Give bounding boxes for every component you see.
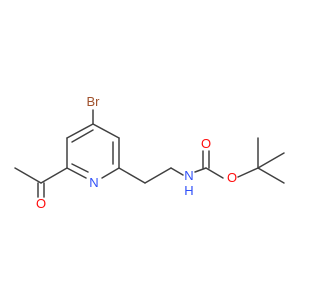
bond-c2-n bbox=[101, 167, 120, 179]
atom-label-br: Br bbox=[87, 94, 101, 109]
bond-n-c6 bbox=[66, 167, 87, 179]
molecule-canvas: Br N O N H O O bbox=[14, 94, 285, 211]
bond-c5-c4 bbox=[66, 123, 94, 139]
bond-ctert-me3 bbox=[257, 167, 285, 184]
bond-ch2b-n bbox=[170, 167, 184, 176]
atom-label-n-amide: N bbox=[184, 168, 193, 183]
bond-n-c6-inner bbox=[71, 163, 89, 173]
pyridine-ring bbox=[66, 109, 120, 179]
bond-oester-ctert bbox=[237, 167, 259, 178]
carbamate-group bbox=[194, 150, 259, 179]
acetyl-group bbox=[14, 167, 68, 198]
tert-butyl-group bbox=[257, 137, 285, 184]
bond-c5-c4-inner bbox=[71, 129, 94, 143]
bond-c6-cacyl bbox=[40, 167, 68, 184]
atom-label-h-amide: H bbox=[184, 183, 193, 198]
bond-ch2a-ch2b bbox=[144, 167, 172, 184]
atom-label-o-ester: O bbox=[227, 170, 237, 185]
structure-diagram: Br N O N H O O bbox=[14, 94, 285, 211]
bond-cacyl-methyl bbox=[14, 167, 42, 184]
ethyl-linker bbox=[118, 167, 184, 184]
atom-label-o-carbonyl: O bbox=[201, 136, 211, 151]
bond-n-ccarb bbox=[194, 167, 207, 173]
bond-ctert-me2 bbox=[257, 152, 285, 169]
bond-ccarb-oester bbox=[205, 167, 224, 179]
atom-label-o-acetyl: O bbox=[36, 196, 46, 211]
bond-c2-ch2a bbox=[118, 167, 146, 184]
bond-c4-c3 bbox=[92, 123, 120, 139]
atom-label-n-ring: N bbox=[89, 175, 98, 190]
